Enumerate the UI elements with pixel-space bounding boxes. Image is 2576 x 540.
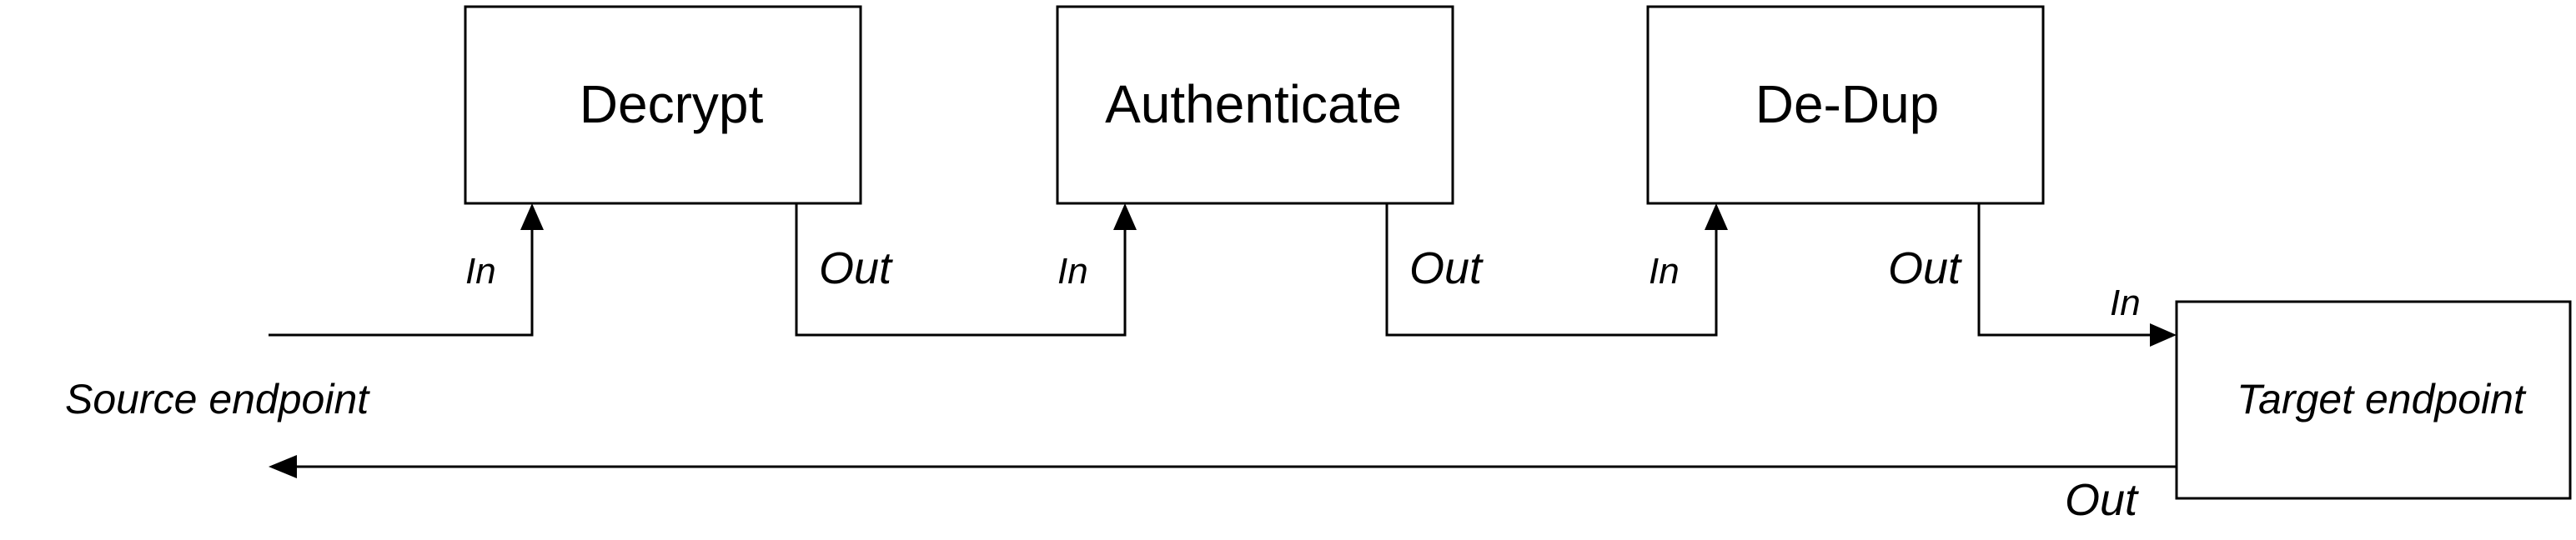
decrypt-label: Decrypt <box>580 74 764 134</box>
decrypt-box <box>464 5 862 205</box>
decrypt-in-arrowhead <box>520 203 544 230</box>
decrypt-to-authenticate-connector <box>795 203 1127 337</box>
authenticate-in-label: In <box>1057 251 1088 292</box>
dedup-in-arrowhead <box>1705 203 1728 230</box>
dedup-in-label: In <box>1649 251 1680 292</box>
authenticate-in-arrowhead <box>1113 203 1137 230</box>
dedup-to-target-connector <box>1977 203 2158 337</box>
authenticate-box <box>1056 5 1454 205</box>
source-return-arrowhead <box>269 455 297 478</box>
target-in-label: In <box>2110 282 2141 323</box>
dedup-label: De-Dup <box>1755 74 1940 134</box>
target-endpoint-label: Target endpoint <box>2237 376 2527 422</box>
authenticate-label: Authenticate <box>1105 74 1402 134</box>
decrypt-out-label: Out <box>819 243 893 293</box>
authenticate-out-label: Out <box>1409 243 1484 293</box>
dedup-out-label: Out <box>1888 243 1962 293</box>
decrypt-in-label: In <box>465 251 496 292</box>
source-to-decrypt-connector <box>269 218 534 337</box>
authenticate-to-dedup-connector <box>1385 203 1718 337</box>
source-endpoint-label: Source endpoint <box>65 376 370 422</box>
target-in-arrowhead <box>2150 323 2177 347</box>
target-endpoint-box <box>2175 300 2572 500</box>
target-out-label: Out <box>2065 475 2139 525</box>
dedup-box <box>1646 5 2045 205</box>
